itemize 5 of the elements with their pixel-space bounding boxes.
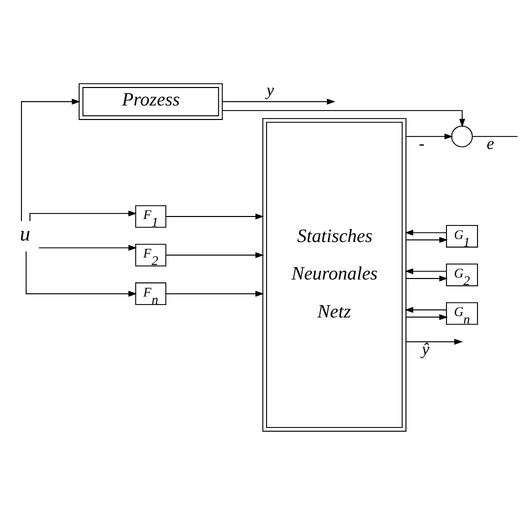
edge-label: y	[266, 80, 274, 100]
node-text: u	[20, 224, 30, 246]
edge-label: -	[418, 134, 425, 154]
edge-label: e	[486, 134, 494, 154]
edge-label: ŷ	[422, 339, 430, 358]
